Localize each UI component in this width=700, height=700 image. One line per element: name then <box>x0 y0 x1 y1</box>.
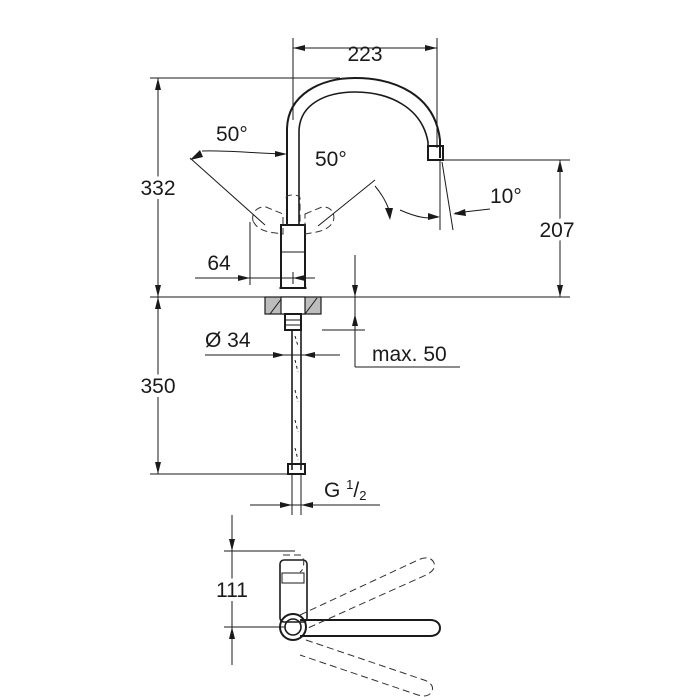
dim-hose-length: 350 <box>136 297 288 475</box>
faucet-elevation <box>252 76 444 515</box>
dim-thread: G 1/2 <box>250 477 380 508</box>
dim-label-50-left: 50° <box>216 123 248 146</box>
dim-spout-height: 207 <box>443 159 579 297</box>
thread-label: G 1/2 <box>324 477 366 503</box>
dim-label-diameter-34: Ø 34 <box>205 329 251 352</box>
dim-label-332: 332 <box>140 177 175 200</box>
dim-label-10: 10° <box>490 185 522 208</box>
dim-handle-offset: 64 <box>195 222 315 285</box>
dim-handle-angle-left: 50° <box>189 123 288 226</box>
dim-spout-tilt: 10° <box>399 160 522 231</box>
dim-handle-angle-right: 50° <box>315 148 393 227</box>
dim-label-50-right: 50° <box>315 148 347 171</box>
dim-label-max-50: max. 50 <box>372 343 447 366</box>
plan-handle <box>300 619 442 637</box>
dim-spout-reach: 223 <box>292 38 438 148</box>
faucet-plan-view <box>279 554 442 697</box>
spout <box>286 76 441 225</box>
mounting-nut <box>284 313 302 331</box>
dim-total-height: 332 <box>136 77 570 298</box>
dim-max-deck: max. 50 <box>322 255 460 368</box>
lever-handle-left <box>252 206 284 235</box>
spout-inner <box>298 91 429 225</box>
dim-label-64: 64 <box>207 252 231 275</box>
dim-label-223: 223 <box>347 43 382 66</box>
dim-label-207: 207 <box>539 219 574 242</box>
dim-label-350: 350 <box>140 375 175 398</box>
supply-hose <box>287 330 306 515</box>
dim-hole-diameter: Ø 34 <box>205 329 340 358</box>
dim-label-111: 111 <box>216 579 248 602</box>
lever-handle-right <box>304 206 335 235</box>
deck-section <box>264 296 322 315</box>
dim-plan-depth: 111 <box>212 515 295 665</box>
